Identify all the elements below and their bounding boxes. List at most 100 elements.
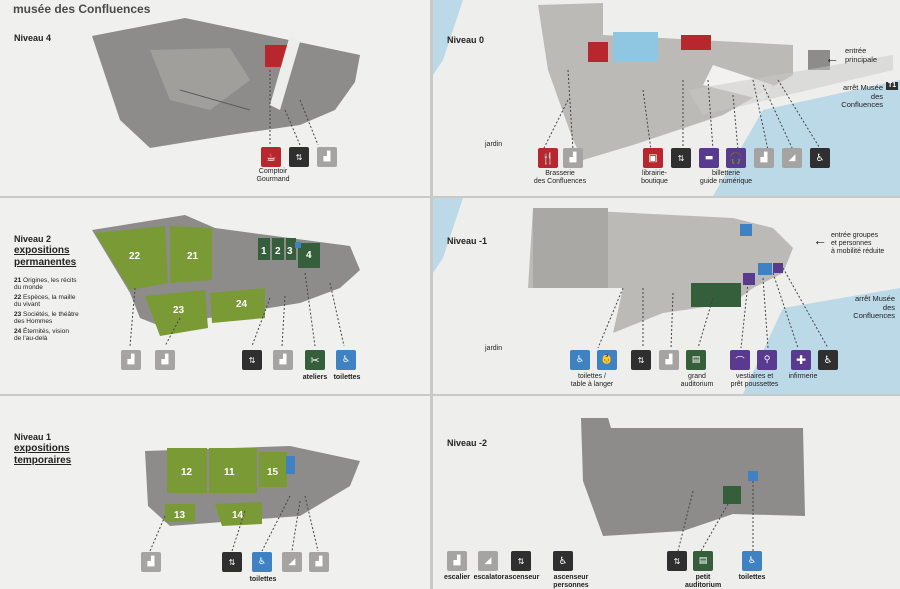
entree-groupes-label: entrée groupes et personnes à mobilité r… bbox=[831, 232, 885, 256]
level1-title: Niveau 1 bbox=[14, 432, 52, 442]
escalator-icon: ◢ bbox=[782, 148, 802, 168]
room-12: 12 bbox=[181, 467, 193, 478]
room-4: 4 bbox=[306, 250, 312, 261]
level2-title: Niveau 2 bbox=[14, 234, 52, 244]
infirmerie-label: infirmerie bbox=[788, 373, 818, 380]
brasserie-label: Brasserie des Confluences bbox=[533, 170, 587, 185]
elevator-icon: ⇅ bbox=[631, 350, 651, 370]
room-23: 23 bbox=[173, 305, 185, 316]
levelm1-floorplan bbox=[433, 198, 900, 394]
elevator-icon: ⇅ bbox=[222, 552, 242, 572]
elevator-icon: ⇅ bbox=[671, 148, 691, 168]
room-22: 22 bbox=[129, 251, 141, 262]
vestiaires-label: vestiaires et prêt poussettes bbox=[730, 373, 779, 388]
ateliers-label: ateliers bbox=[302, 374, 328, 381]
librairie-label: librairie- boutique bbox=[641, 170, 668, 185]
toilets-icon: ♿ bbox=[742, 551, 762, 571]
levelm2-floorplan bbox=[581, 418, 805, 552]
room-2: 2 bbox=[275, 246, 281, 257]
audio-guide-icon: 🎧 bbox=[726, 148, 746, 168]
legend-item-23: 23 Sociétés, le théâtre des Hommes bbox=[14, 310, 79, 326]
toilettes-label: toilettes bbox=[738, 574, 766, 581]
cafe-icon: ☕ bbox=[261, 147, 281, 167]
baby-changing-icon: 👶 bbox=[597, 350, 617, 370]
level4-floorplan bbox=[92, 18, 360, 148]
accessible-elevator-icon: ♿ bbox=[818, 350, 838, 370]
arret-label: arrêt Musée des Confluences bbox=[841, 83, 883, 110]
stairs-icon: ▟ bbox=[121, 350, 141, 370]
levelm1-title: Niveau -1 bbox=[447, 236, 488, 246]
room-14: 14 bbox=[232, 510, 244, 521]
stairs-icon: ▟ bbox=[141, 552, 161, 572]
legend-escalator: escalator bbox=[473, 574, 505, 581]
grand-auditorium-label: grand auditorium bbox=[680, 373, 714, 388]
level2-panel: Niveau 2 expositions permanentes 22 21 2… bbox=[0, 198, 430, 394]
billetterie-label: billetterie guide numérique bbox=[699, 170, 753, 185]
stroller-icon: ⚲ bbox=[757, 350, 777, 370]
legend-ascenseur: ascenseur bbox=[504, 574, 540, 581]
room-13: 13 bbox=[174, 510, 186, 521]
legend-item-24: 24 Éternités, vision de l'au-delà bbox=[14, 327, 69, 343]
restaurant-icon: 🍴 bbox=[538, 148, 558, 168]
tram-badge: T1 bbox=[886, 82, 899, 91]
legend-item-22: 22 Espèces, la maille du vivant bbox=[14, 293, 76, 309]
fold-line-vertical bbox=[430, 0, 433, 589]
toilettes-label: toilettes bbox=[249, 576, 277, 583]
room-3: 3 bbox=[287, 246, 293, 257]
arret-label: arrêt Musée des Confluences bbox=[853, 294, 895, 321]
escalator-icon: ◢ bbox=[282, 552, 302, 572]
toilets-icon: ♿ bbox=[336, 350, 356, 370]
elevator-icon: ⇅ bbox=[242, 350, 262, 370]
comptoir-label: Comptoir Gourmand bbox=[256, 168, 290, 183]
auditorium-icon: ▤ bbox=[693, 551, 713, 571]
arrow-icon: ← bbox=[813, 232, 827, 248]
toilettes-label: toilettes bbox=[333, 374, 361, 381]
legend-item-21: 21 Origines, les récits du monde bbox=[14, 277, 77, 292]
level1-subtitle: expositions temporaires bbox=[14, 443, 72, 466]
cloakroom-icon: ⌒ bbox=[730, 350, 750, 370]
accessible-elevator-icon: ♿ bbox=[553, 551, 573, 571]
stairs-icon: ▟ bbox=[447, 551, 467, 571]
jardin-label: jardin bbox=[485, 345, 503, 352]
arrow-icon: ← bbox=[825, 50, 839, 66]
level0-title: Niveau 0 bbox=[447, 35, 485, 45]
levelm2-panel: Niveau -2 ▟ ◢ ⇅ ♿ escalier escalator asc… bbox=[433, 396, 900, 589]
shop-icon: ▣ bbox=[643, 148, 663, 168]
legend-escalier: escalier bbox=[443, 574, 471, 581]
level0-floorplan bbox=[433, 0, 900, 196]
museum-title: musée des Confluences bbox=[13, 2, 151, 16]
elevator-icon: ⇅ bbox=[511, 551, 531, 571]
toilets-icon: ♿ bbox=[252, 552, 272, 572]
stairs-icon: ▟ bbox=[155, 350, 175, 370]
entree-principale-label: entrée principale bbox=[845, 46, 878, 64]
stairs-icon: ▟ bbox=[563, 148, 583, 168]
level4-panel: musée des Confluences Niveau 4 ☕ ⇅ ▟ Com… bbox=[0, 0, 430, 196]
stairs-icon: ▟ bbox=[273, 350, 293, 370]
room-1: 1 bbox=[261, 246, 267, 257]
toilettes-table-label: toilettes / table à langer bbox=[570, 373, 614, 388]
accessible-elevator-icon: ♿ bbox=[810, 148, 830, 168]
levelm2-title: Niveau -2 bbox=[447, 438, 488, 448]
legend-ascenseur-pmr: ascenseur personnes à mobilité réduite bbox=[553, 574, 589, 589]
level1-floorplan bbox=[145, 446, 360, 552]
room-11: 11 bbox=[224, 467, 235, 478]
stairs-icon: ▟ bbox=[309, 552, 329, 572]
levelm1-panel: Niveau -1 ← entrée groupes et personnes … bbox=[433, 198, 900, 394]
room-21: 21 bbox=[187, 251, 199, 262]
jardin-label: jardin bbox=[485, 141, 503, 148]
elevator-icon: ⇅ bbox=[289, 147, 309, 167]
level4-title: Niveau 4 bbox=[14, 33, 52, 43]
auditorium-icon: ▤ bbox=[686, 350, 706, 370]
level2-subtitle: expositions permanentes bbox=[14, 245, 77, 268]
petit-auditorium-label: petit auditorium bbox=[685, 574, 722, 589]
fold-line-bottom bbox=[0, 394, 900, 396]
elevator-icon: ⇅ bbox=[667, 551, 687, 571]
first-aid-icon: ✚ bbox=[791, 350, 811, 370]
toilets-icon: ♿ bbox=[570, 350, 590, 370]
escalator-icon: ◢ bbox=[478, 551, 498, 571]
fold-line-top bbox=[0, 196, 900, 198]
workshop-icon: ✂ bbox=[305, 350, 325, 370]
level0-panel: Niveau 0 ← entrée principale T1 arrêt Mu… bbox=[433, 0, 900, 196]
ticket-icon: ▬ bbox=[699, 148, 719, 168]
exhibition-legend: 21 Origines, les récits du monde 22 Espè… bbox=[14, 277, 94, 343]
